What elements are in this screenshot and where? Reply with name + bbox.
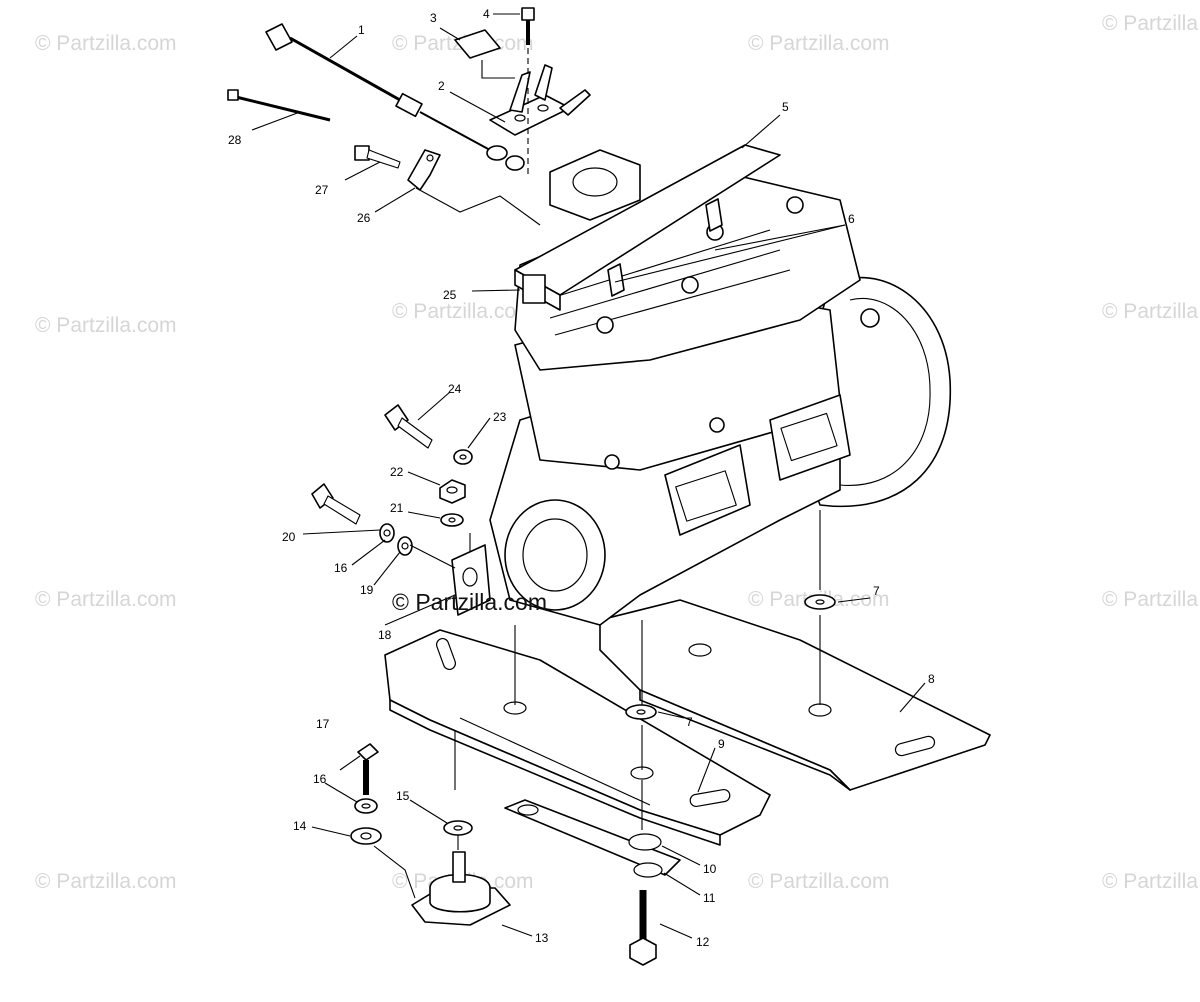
callout-15: 15 (396, 789, 410, 803)
mount-strap (504, 799, 681, 878)
bolt-20 (311, 483, 361, 525)
callout-22: 22 (390, 465, 404, 479)
watermark: © Partzilla.com (1102, 870, 1200, 893)
callout-17: 17 (316, 717, 330, 731)
callout-23: 23 (493, 410, 507, 424)
screw-27 (354, 145, 401, 169)
callout-16-lower: 16 (313, 772, 327, 786)
mounting-plate-8 (599, 599, 991, 791)
watermark: © Partzilla.com (748, 32, 890, 55)
callout-14: 14 (293, 819, 307, 833)
callout-6: 6 (848, 212, 855, 226)
callout-13: 13 (535, 931, 549, 945)
washer-7-upper (804, 594, 836, 610)
tie-rod-28 (227, 89, 331, 122)
watermark: © Partzilla.com (35, 870, 177, 893)
callout-8: 8 (928, 672, 935, 686)
callout-19: 19 (360, 583, 374, 597)
mounting-plate-9 (384, 629, 771, 846)
clip-26 (407, 149, 441, 191)
watermark: © Partzilla.com (392, 300, 534, 323)
bolt-17 (357, 743, 379, 795)
callout-20: 20 (282, 530, 296, 544)
callout-9: 9 (718, 737, 725, 751)
nut-22 (439, 479, 466, 504)
watermark: © Partzilla.com (35, 588, 177, 611)
washer-16-lower (354, 798, 378, 814)
callout-28: 28 (228, 133, 242, 147)
washer-21 (440, 513, 464, 527)
bolt-24 (384, 404, 433, 449)
screw-4 (521, 7, 535, 175)
callout-1: 1 (358, 23, 365, 37)
watermark: © Partzilla.com (35, 32, 177, 55)
callout-21: 21 (390, 501, 404, 515)
watermark: © Partzilla.com (1102, 300, 1200, 323)
callout-4: 4 (483, 7, 490, 21)
bolt-12 (629, 890, 657, 966)
callout-10: 10 (703, 862, 717, 876)
callout-7-lower: 7 (686, 715, 693, 729)
callout-2: 2 (438, 79, 445, 93)
callout-16: 16 (334, 561, 348, 575)
callout-5: 5 (782, 100, 789, 114)
decal-3 (454, 29, 501, 59)
washer-16-upper (379, 523, 395, 543)
watermark: © Partzilla.com (35, 314, 177, 337)
callout-labels: 1 2 3 4 5 6 7 8 9 10 11 12 13 14 15 16 1… (228, 7, 935, 949)
callout-7: 7 (873, 584, 880, 598)
watermark: © Partzilla.com (1102, 588, 1200, 611)
washer-23 (453, 449, 473, 465)
callout-25: 25 (443, 288, 457, 302)
washer-7-lower (625, 704, 657, 720)
watermark: © Partzilla.com (1102, 12, 1200, 35)
watermark: © Partzilla.com (748, 870, 890, 893)
washer-19 (397, 536, 413, 556)
callout-12: 12 (696, 935, 710, 949)
callout-24: 24 (448, 382, 462, 396)
bracket-18 (451, 544, 491, 616)
washer-14 (350, 827, 382, 845)
rubber-mount-13 (411, 851, 511, 926)
watermark-center: © Partzilla.com (392, 589, 547, 615)
callout-11: 11 (703, 891, 716, 905)
callout-27: 27 (315, 183, 329, 197)
engine-block (489, 144, 952, 626)
cable-bracket (489, 64, 591, 136)
callout-3: 3 (430, 11, 437, 25)
callout-26: 26 (357, 211, 371, 225)
leader-lines (251, 13, 926, 939)
callout-18: 18 (378, 628, 392, 642)
washer-15 (443, 820, 473, 836)
alignment-lines (409, 510, 821, 850)
throttle-cable (265, 23, 525, 171)
